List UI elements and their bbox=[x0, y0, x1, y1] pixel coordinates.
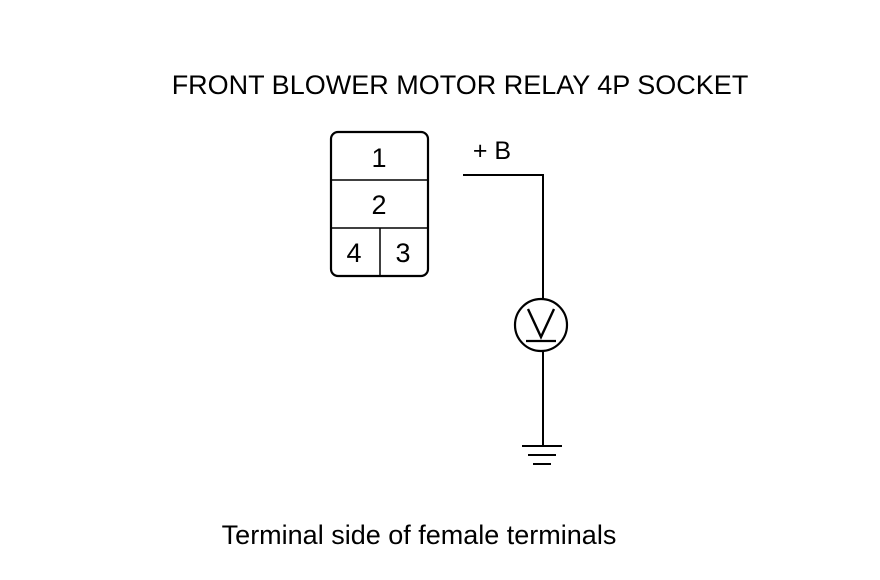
diagram-title: FRONT BLOWER MOTOR RELAY 4P SOCKET bbox=[172, 70, 749, 100]
terminal-2-label: 2 bbox=[371, 190, 386, 220]
relay-socket-connector: 1 2 4 3 bbox=[329, 130, 430, 278]
voltmeter-icon bbox=[513, 297, 569, 353]
terminal-3-label: 3 bbox=[395, 238, 410, 268]
diagram-caption: Terminal side of female terminals bbox=[222, 520, 617, 550]
supply-wire bbox=[463, 174, 544, 299]
terminal-1-label: 1 bbox=[371, 143, 386, 173]
ground-icon bbox=[522, 445, 562, 465]
terminal-4-label: 4 bbox=[346, 238, 361, 268]
supply-label: + B bbox=[473, 137, 511, 165]
